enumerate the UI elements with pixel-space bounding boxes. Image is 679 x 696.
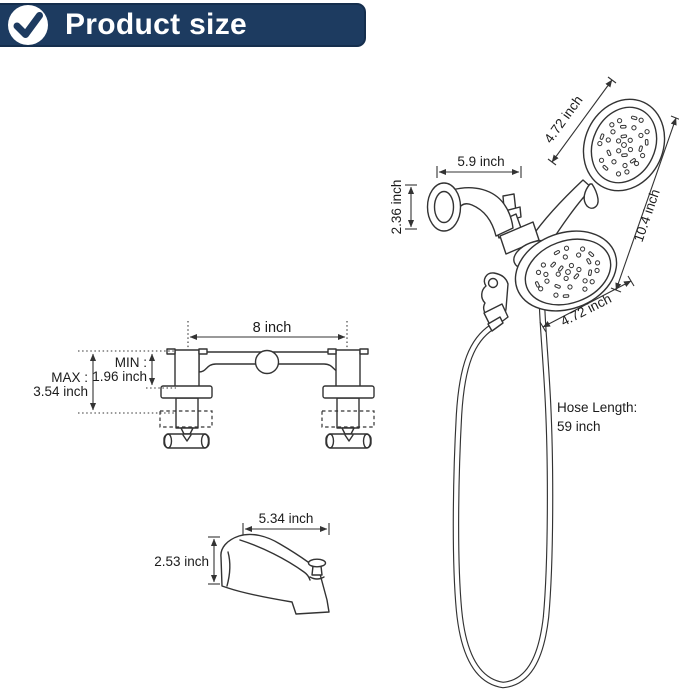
dim-arm-length: 5.9 inch: [436, 154, 522, 178]
shower-arm: [426, 182, 514, 237]
dim-spread: 8 inch: [189, 320, 346, 341]
handheld-hook-tab: [583, 183, 599, 209]
dim-handheld-length-label: 10.4 inch: [631, 187, 663, 244]
dim-spout-length: 5.34 inch: [242, 511, 330, 535]
dim-max: MAX : 3.54 inch: [33, 353, 97, 411]
page-title: Product size: [65, 8, 247, 41]
valve-right-handle: [321, 385, 375, 449]
dim-spread-label: 8 inch: [253, 320, 292, 336]
dim-handheld-face-label: 4.72 inch: [541, 93, 585, 146]
dim-spout-height: 2.53 inch: [154, 536, 220, 585]
dim-flange: 2.36 inch: [389, 180, 417, 235]
diverter-knob: [307, 558, 327, 580]
tub-spout-body: [220, 533, 330, 615]
hose-length-label: Hose Length:: [557, 400, 637, 415]
hose-connector: [483, 303, 509, 332]
valve-left-post: [174, 349, 200, 388]
shower-hose: [452, 304, 554, 689]
dim-spout-length-label: 5.34 inch: [259, 511, 314, 526]
dim-min: MIN : 1.96 inch: [92, 353, 156, 386]
dim-max-label: MAX :: [51, 370, 88, 385]
valve-center-port: [254, 349, 280, 375]
valve-right-post: [335, 349, 361, 388]
wall-flange: [426, 182, 462, 232]
valve-left-handle: [159, 385, 213, 449]
tub-spout-diagram: 5.34 inch 2.53 inch: [154, 511, 330, 615]
dim-min-value: 1.96 inch: [92, 369, 147, 384]
check-circle: [8, 5, 48, 45]
dim-max-value: 3.54 inch: [33, 384, 88, 399]
dim-spout-height-label: 2.53 inch: [154, 554, 209, 569]
header-banner: Product size: [0, 3, 366, 47]
hose-length-value: 59 inch: [557, 419, 601, 434]
valve-diagram: 8 inch: [33, 320, 375, 449]
dim-arm-length-label: 5.9 inch: [457, 154, 504, 169]
dim-min-label: MIN :: [115, 355, 147, 370]
shower-combo-diagram: 4.72 inch 5.9 inch 2.36 inch: [389, 76, 679, 689]
checkmark-icon: [13, 12, 43, 38]
dim-flange-label: 2.36 inch: [389, 180, 404, 235]
